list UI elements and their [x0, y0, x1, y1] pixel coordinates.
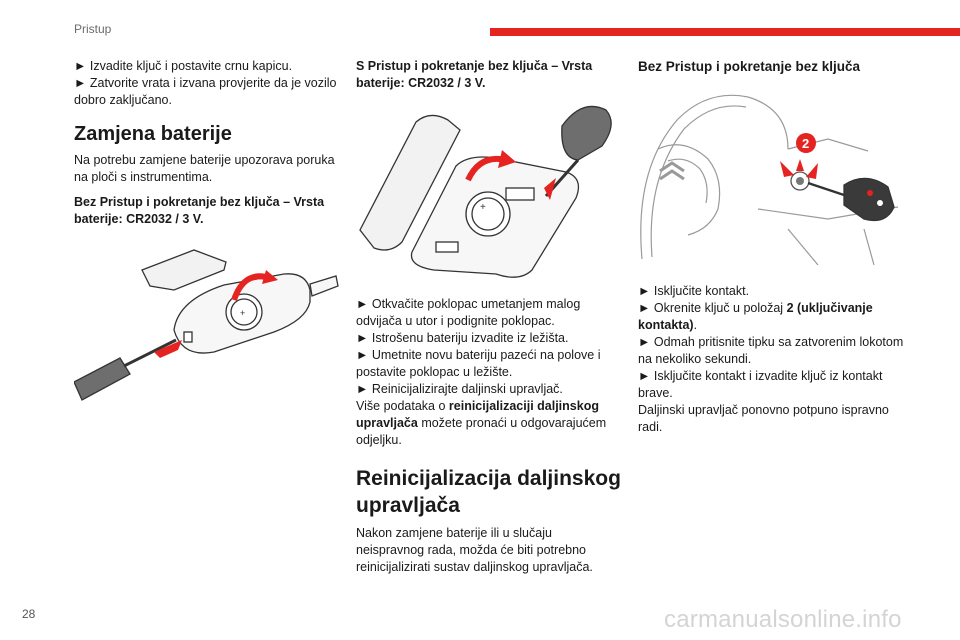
key-battery-illustration: +	[74, 240, 340, 410]
step-item: ► Reinicijalizirajte daljinski upravljač…	[356, 382, 563, 396]
column-right: Bez Pristup i pokretanje bez ključa	[638, 58, 904, 436]
step-item: ► Okrenite ključ u položaj 2 (uključivan…	[638, 301, 873, 332]
svg-text:+: +	[240, 308, 245, 318]
arrow-icon: ►	[638, 301, 651, 315]
reinit-steps: ► Isključite kontakt. ► Okrenite ključ u…	[638, 283, 904, 436]
keyless-fob-illustration: +	[356, 102, 622, 282]
arrow-icon: ►	[356, 382, 369, 396]
svg-text:+: +	[480, 202, 486, 213]
step-item: ► Istrošenu bateriju izvadite iz ležišta…	[356, 331, 569, 345]
callout-number: 2	[802, 136, 809, 151]
column-left: ► Izvadite ključ i postavite crnu kapicu…	[74, 58, 340, 410]
more-info-text: Više podataka o reinicijalizaciji daljin…	[356, 399, 607, 447]
step-item: ► Umetnite novu bateriju pazeći na polov…	[356, 348, 601, 379]
step-close-doors: ► Zatvorite vrata i izvana provjerite da…	[74, 76, 337, 107]
step-item: ► Isključite kontakt i izvadite ključ iz…	[638, 369, 883, 400]
callout-badge	[796, 133, 816, 153]
intro-text: Na potrebu zamjene baterije upozorava po…	[74, 153, 335, 184]
subheading-without-keyless-reinit: Bez Pristup i pokretanje bez ključa	[638, 59, 861, 74]
step-remove-key: ► Izvadite ključ i postavite crnu kapicu…	[74, 59, 293, 73]
step-item: ► Odmah pritisnite tipku sa zatvorenim l…	[638, 335, 904, 366]
arrow-icon: ►	[356, 331, 369, 345]
arrow-icon: ►	[638, 284, 651, 298]
heading-battery-replacement: Zamjena baterije	[74, 123, 232, 145]
arrow-icon: ►	[638, 335, 651, 349]
arrow-icon: ►	[74, 76, 87, 90]
reinit-paragraph: Nakon zamjene baterije ili u slučaju nei…	[356, 526, 593, 574]
arrow-icon: ►	[356, 297, 369, 311]
column-middle: S Pristup i pokretanje bez ključa – Vrst…	[356, 58, 622, 576]
arrow-icon: ►	[638, 369, 651, 383]
arrow-icon: ►	[74, 59, 87, 73]
steps-list: ► Otkvačite poklopac umetanjem malog odv…	[356, 296, 622, 449]
subheading-without-keyless: Bez Pristup i pokretanje bez ključa – Vr…	[74, 195, 325, 226]
step-item: ► Isključite kontakt.	[638, 284, 750, 298]
page-number: 28	[22, 607, 36, 621]
step-item: ► Otkvačite poklopac umetanjem malog odv…	[356, 297, 581, 328]
heading-reinitialisation: Reinicijalizacija daljinskog upravljača	[356, 467, 621, 517]
header-accent-bar	[490, 28, 960, 36]
ignition-illustration: 2	[638, 89, 904, 265]
watermark: carmanualsonline.info	[664, 606, 902, 633]
subheading-with-keyless: S Pristup i pokretanje bez ključa – Vrst…	[356, 59, 593, 90]
arrow-icon: ►	[356, 348, 369, 362]
result-text: Daljinski upravljač ponovno potpuno ispr…	[638, 403, 889, 434]
section-title: Pristup	[74, 22, 112, 36]
